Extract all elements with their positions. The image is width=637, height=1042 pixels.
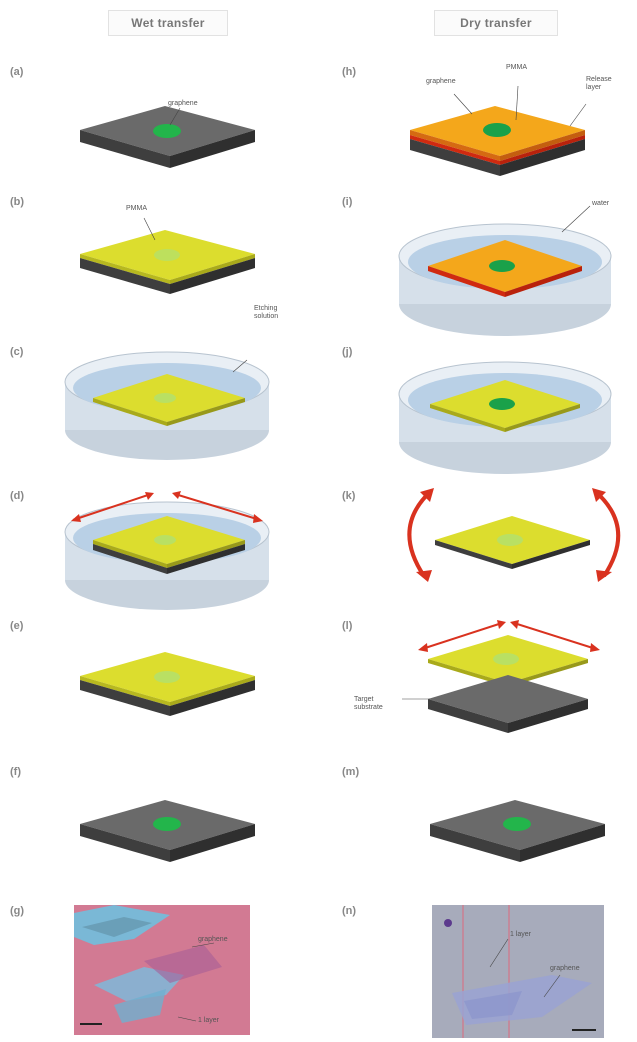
panel-m-final-diagram [430,800,605,862]
panel-label-l: (l) [342,620,353,632]
callout-b-pmma: PMMA [126,205,147,212]
callout-n-1layer: 1 layer [510,931,532,938]
panel-l-stamp-diagram [402,620,600,733]
panel-label-f: (f) [10,766,21,778]
panel-k-flip-diagram [407,488,621,582]
panel-f-final-diagram [80,800,255,862]
panel-a-substrate-diagram [80,106,255,168]
micrograph-n: 1 layer graphene [432,905,604,1038]
arrow-right [174,493,261,521]
graphene-flake [153,124,181,138]
panel-h-dry-stack-diagram [410,85,587,176]
panel-b-pmma-diagram [80,217,255,294]
panel-e-pmma-target-diagram [80,652,255,716]
panel-label-m: (m) [342,766,360,778]
callout-h-pmma: PMMA [506,64,527,71]
arrow-left [72,493,152,521]
callout-l-target: Target substrate [354,696,383,711]
callout-i-water: water [592,200,610,207]
callout-a-graphene: graphene [168,100,198,107]
callout-n-graphene: graphene [550,965,580,972]
panel-label-c: (c) [10,346,24,358]
panel-label-b: (b) [10,196,25,208]
callout-g-1layer: 1 layer [198,1017,220,1024]
panel-label-g: (g) [10,905,25,917]
flip-arrow-left [407,490,432,578]
panel-i-water-diagram [398,205,612,336]
arrow-left [421,622,503,650]
panel-label-a: (a) [10,66,24,78]
arrow-right [513,622,597,650]
panel-label-k: (k) [342,490,356,502]
micrograph-g: graphene 1 layer [74,905,250,1035]
flip-arrow-right [594,490,621,578]
panel-label-i: (i) [342,196,353,208]
panel-label-n: (n) [342,905,357,917]
callout-g-graphene: graphene [198,936,228,943]
panel-j-floating-diagram [398,361,612,474]
dry-transfer-title: Dry transfer [434,10,558,36]
panel-label-e: (e) [10,620,24,632]
wet-transfer-title: Wet transfer [108,10,228,36]
panel-c-etching-diagram [64,351,270,460]
substrate-front-left [80,130,170,168]
graphene-flake [154,249,180,261]
panel-label-h: (h) [342,66,357,78]
panel-label-d: (d) [10,490,25,502]
callout-c-etching: Etching solution [254,305,279,320]
callout-h-release: Release layer [586,76,612,91]
panel-label-j: (j) [342,346,353,358]
panel-d-transfer-diagram [64,491,270,610]
callout-h-graphene: graphene [426,78,456,85]
substrate-front-right [170,130,255,168]
